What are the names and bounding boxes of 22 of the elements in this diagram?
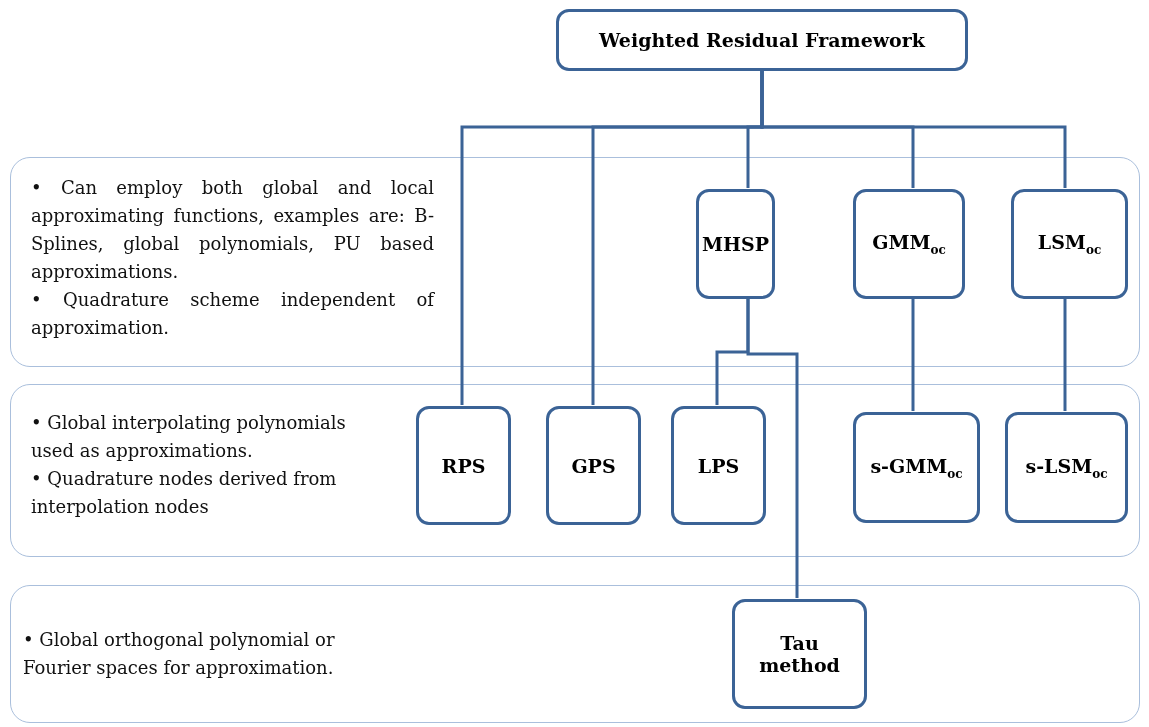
method-box: s-LSM$_{oc}$ [1005, 412, 1128, 523]
connector-line [760, 71, 1067, 188]
method-box: MHSP [696, 189, 775, 299]
method-box: s-GMM$_{oc}$ [853, 412, 980, 523]
method-box: GMM$_{oc}$ [853, 189, 965, 299]
description-text: • Can employ both global and local approximating functions, examples are: B-Splines, global polynomials, PU based approximations. [31, 176, 434, 284]
description-text: • Quadrature scheme independent of approximation. [31, 288, 434, 340]
category-band [10, 585, 1140, 723]
method-box: Tau method [732, 599, 867, 709]
connector-line [1063, 298, 1067, 411]
connector-line [911, 298, 915, 411]
method-box: RPS [416, 406, 511, 525]
description-text: • Global interpolating polynomials used as approximations. [31, 411, 347, 463]
method-box: LSM$_{oc}$ [1011, 189, 1128, 299]
method-box: LPS [671, 406, 766, 525]
category-band [10, 384, 1140, 557]
method-box: GPS [546, 406, 641, 525]
description-text: • Quadrature nodes derived from interpolation nodes [31, 467, 338, 519]
category-band [10, 157, 1140, 367]
root-box: Weighted Residual Framework [556, 9, 968, 71]
connector-line [746, 298, 799, 598]
description-text: • Global orthogonal polynomial or Fourier spaces for approximation. [23, 628, 336, 680]
